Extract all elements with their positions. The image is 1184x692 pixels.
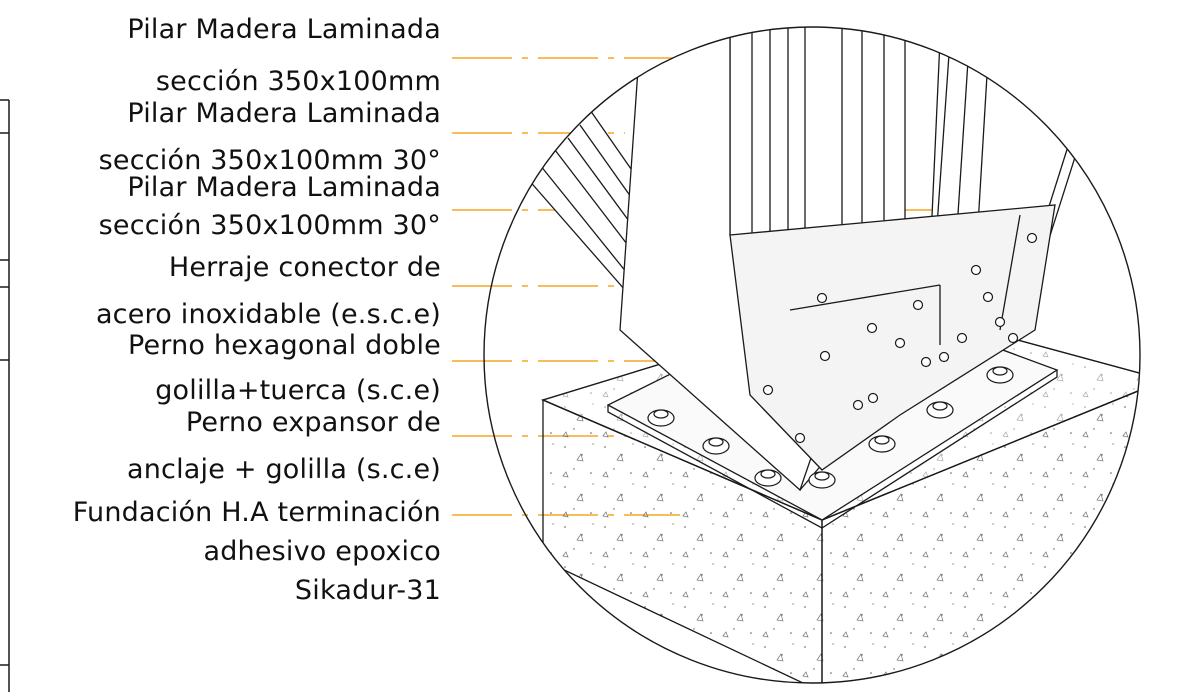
- detail-circle: [483, 26, 1141, 684]
- connector-bolt: [982, 291, 994, 303]
- anchor-bolt: [868, 435, 896, 453]
- anchor-bolt: [647, 409, 675, 427]
- connector-bolt: [894, 337, 906, 349]
- connector-bolt: [938, 351, 950, 363]
- connector-bolt: [1007, 332, 1019, 344]
- anchor-bolt: [702, 437, 730, 455]
- connector-bolt: [867, 392, 879, 404]
- label-perno-hexagonal: Perno hexagonal doble golilla+tuerca (s.…: [127, 330, 441, 406]
- connector-bolt: [994, 316, 1006, 328]
- label-pilar-3: Pilar Madera Laminada sección 350x100mm …: [98, 172, 441, 241]
- connector-bolt: [1026, 232, 1038, 244]
- label-pilar-2: Pilar Madera Laminada sección 350x100mm …: [98, 98, 441, 176]
- connector-bolt: [819, 350, 831, 362]
- connector-bolts: [762, 232, 1038, 444]
- connector-bolt: [852, 399, 864, 411]
- anchor-bolts: [647, 366, 1014, 489]
- anchor-bolt: [808, 471, 836, 489]
- label-perno-expansor: Perno expansor de anclaje + golilla (s.c…: [127, 407, 441, 485]
- label-fundacion: Fundación H.A terminación adhesivo epoxi…: [72, 497, 441, 606]
- label-pilar-1: Pilar Madera Laminada sección 350x100mm: [127, 14, 441, 97]
- connector-bolt: [956, 332, 968, 344]
- connector-bolt: [794, 432, 806, 444]
- sheet-frame-fragment: [0, 99, 10, 692]
- connector-bolt: [816, 292, 828, 304]
- anchor-bolt: [986, 366, 1014, 384]
- connector-bolt: [866, 322, 878, 334]
- label-herraje: Herraje conector de acero inoxidable (e.…: [95, 252, 441, 330]
- connector-bolt: [920, 356, 932, 368]
- connector-bolt: [970, 264, 982, 276]
- anchor-bolt: [926, 401, 954, 419]
- anchor-bolt: [754, 469, 782, 487]
- connector-bolt: [912, 299, 924, 311]
- connector-bolt: [762, 384, 774, 396]
